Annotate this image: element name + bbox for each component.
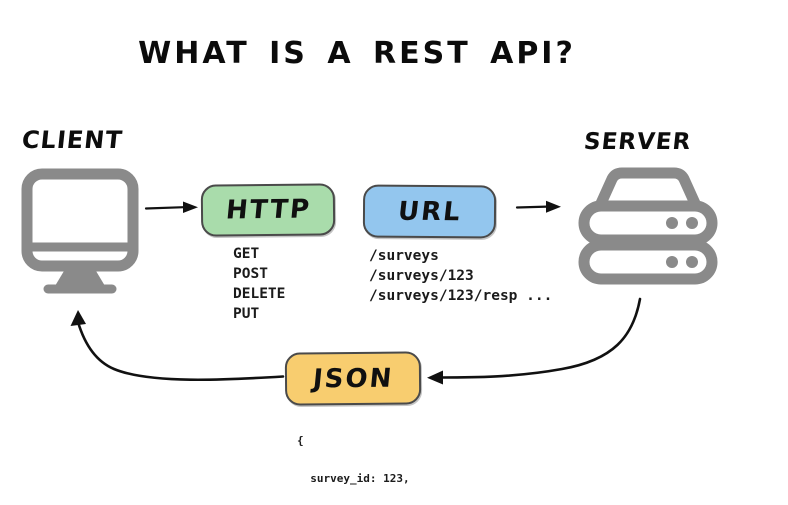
arrow-url-to-server-icon bbox=[515, 200, 561, 213]
client-label: CLIENT bbox=[20, 126, 125, 154]
http-method: PUT bbox=[233, 306, 260, 322]
client-monitor-icon bbox=[21, 168, 139, 294]
server-label: SERVER bbox=[582, 129, 693, 155]
json-code-block: { survey_id: 123, score: 9, message: "am… bbox=[297, 409, 456, 505]
http-method: GET bbox=[233, 246, 260, 262]
url-box: URL bbox=[362, 184, 497, 239]
diagram-title: WHAT IS A REST API? bbox=[138, 36, 576, 71]
http-box: HTTP bbox=[200, 183, 336, 237]
url-paths-list: /surveys /surveys/123 /surveys/123/resp … bbox=[369, 246, 552, 306]
json-box: JSON bbox=[284, 351, 422, 406]
url-path: /surveys/123/resp ... bbox=[369, 288, 553, 304]
server-stack-icon bbox=[578, 167, 718, 285]
http-method: POST bbox=[233, 266, 268, 282]
url-box-label: URL bbox=[395, 196, 464, 227]
json-code-line: { bbox=[297, 433, 304, 447]
url-path: /surveys/123 bbox=[369, 268, 474, 284]
json-box-label: JSON bbox=[311, 363, 395, 394]
http-methods-list: GET POST DELETE PUT bbox=[233, 244, 285, 324]
json-code-line: survey_id: 123, bbox=[297, 471, 410, 485]
http-method: DELETE bbox=[233, 286, 286, 302]
url-path: /surveys bbox=[369, 248, 439, 264]
http-box-label: HTTP bbox=[224, 194, 312, 226]
arrow-client-to-http-icon bbox=[144, 201, 198, 213]
arrow-server-to-json-icon bbox=[427, 297, 642, 385]
